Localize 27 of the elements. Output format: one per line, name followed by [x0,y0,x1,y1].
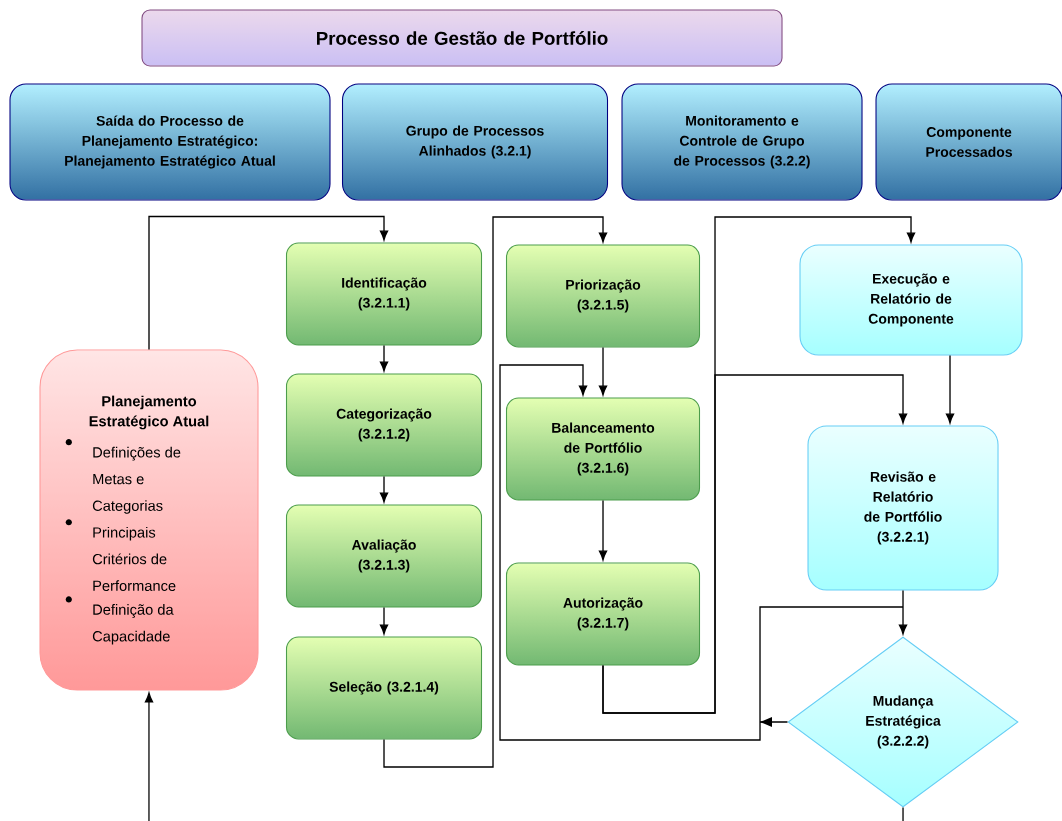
arrow [144,692,154,821]
process-box: Revisão e Relatório de Portfólio (3.2.2.1) [807,425,999,591]
arrow [598,346,608,396]
process-box: Componente Processados [875,83,1062,201]
process-box: Saída do Processo de Planejamento Estratégico: Planejamento Estratégico Atual [9,83,331,201]
title-banner: Processo de Gestão de Portfólio [141,9,783,67]
arrow [379,344,389,372]
process-box: Grupo de Processos Alinhados (3.2.1) [341,83,609,201]
arrow [499,364,904,741]
notes-box: Planejamento Estratégico Atual Definições de Metas e Categorias Principais Critérios de Performance Definição da Capacidade [39,349,259,691]
arrow [379,606,389,635]
process-box: Execução e Relatório de Componente [799,244,1023,356]
arrow [602,374,908,714]
arrow [383,216,608,768]
arrow [945,354,955,424]
process-box: Avaliação (3.2.1.3) [285,504,483,608]
process-box: Identificação (3.2.1.1) [285,242,483,346]
arrow [148,215,389,351]
arrow [379,475,389,503]
arrow [598,499,608,561]
arrow [898,589,908,635]
process-box: Balanceamento de Portfólio (3.2.1.6) [505,397,701,501]
process-box: Monitoramento e Controle de Grupo de Processos (3.2.2) [621,83,863,201]
process-box: Seleção (3.2.1.4) [285,636,483,740]
process-box: Autorização (3.2.1.7) [505,562,701,666]
process-box: Categorização (3.2.1.2) [285,373,483,477]
process-box: Priorização (3.2.1.5) [505,244,701,348]
